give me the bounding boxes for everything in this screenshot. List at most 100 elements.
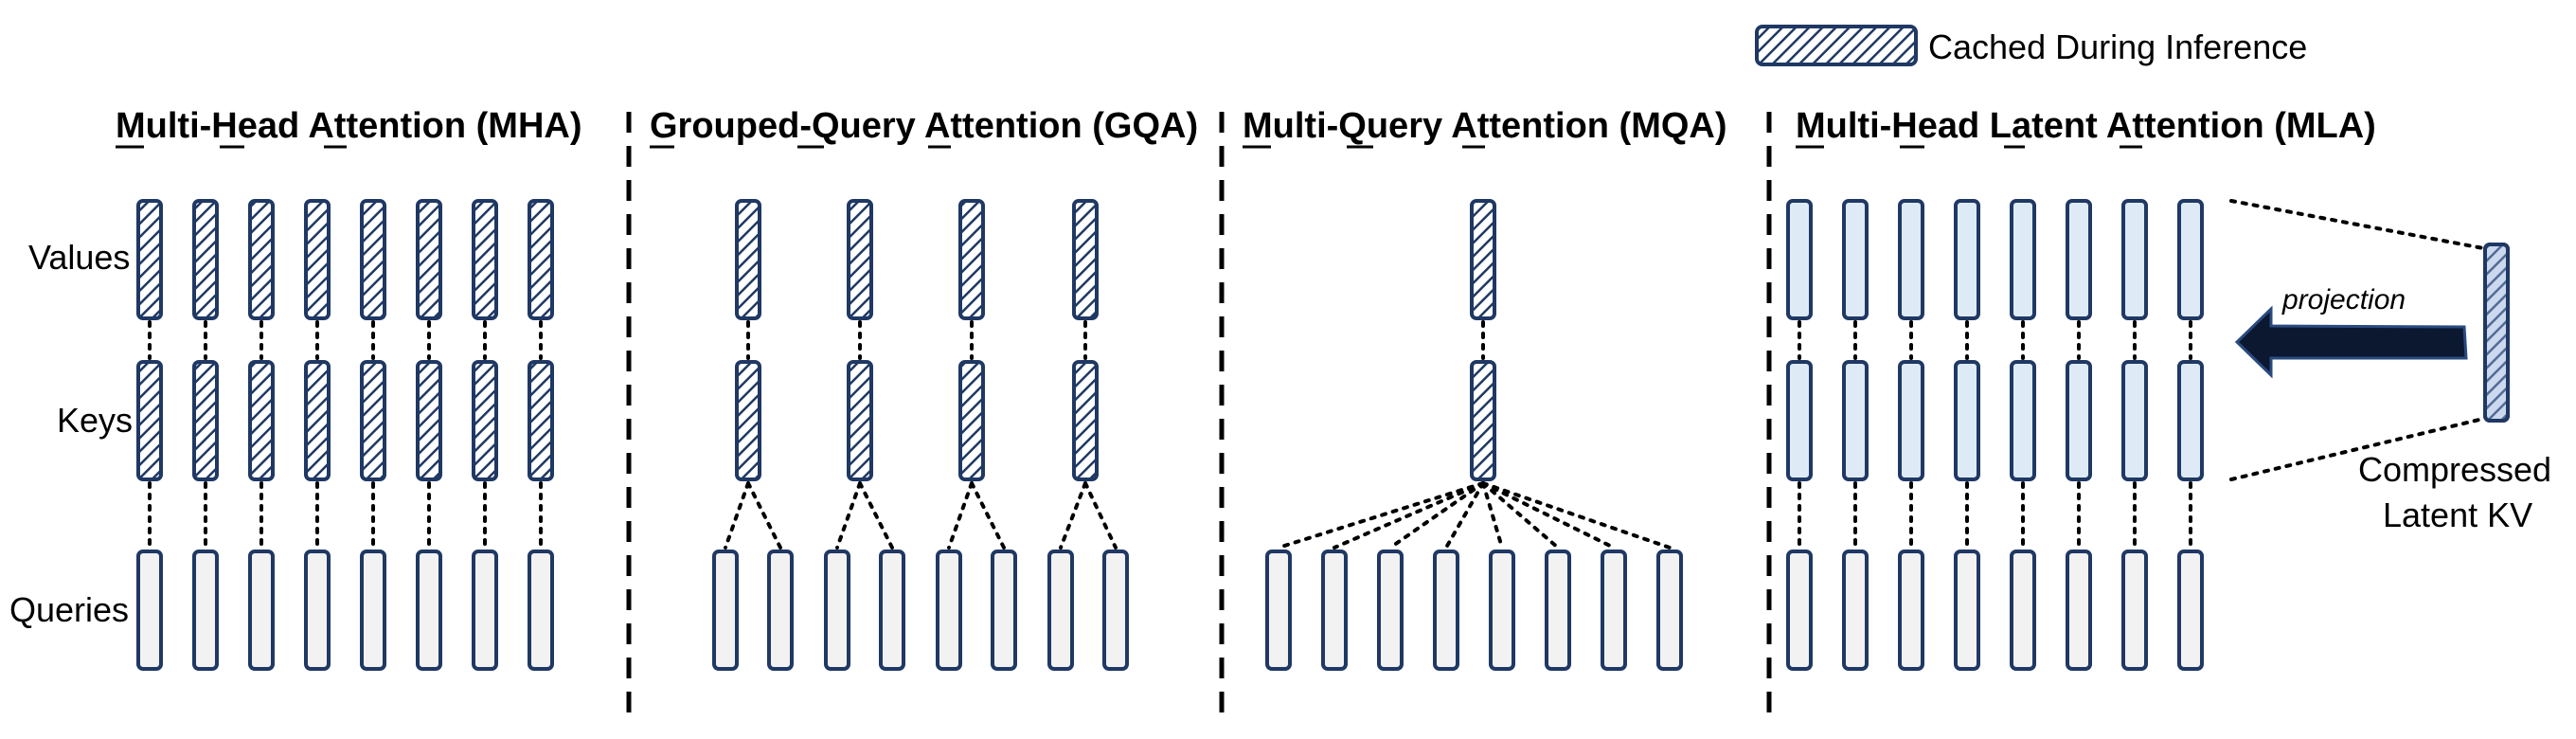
mqa-key-query-link-6 xyxy=(1481,481,1560,550)
gqa-key-query-link-5 xyxy=(947,481,974,550)
compressed-latent-kv-hatch xyxy=(2483,243,2510,423)
mha-key-head-3 xyxy=(248,360,275,481)
mla-latent-group: projection Compressed Latent KV xyxy=(2229,199,2551,534)
mha-value-head-4 xyxy=(304,199,331,320)
mqa-key-query-link-5 xyxy=(1481,481,1504,550)
mha-query-head-4 xyxy=(304,550,331,671)
mqa-key-query-link-3 xyxy=(1388,481,1485,550)
mla-key-head-5 xyxy=(2010,360,2036,481)
gqa-key-head-3 xyxy=(958,360,985,481)
mla-key-head-3 xyxy=(1898,360,1924,481)
mha-key-head-1 xyxy=(136,360,163,481)
mha-value-head-2 xyxy=(192,199,219,320)
gqa-query-head-3 xyxy=(824,550,850,671)
mqa-query-head-6 xyxy=(1545,550,1571,671)
mha-query-head-3 xyxy=(248,550,275,671)
mqa-query-head-3 xyxy=(1377,550,1404,671)
section-title-mqa: Multi-Query Attention (MQA) xyxy=(1243,106,1727,146)
mla-query-head-3 xyxy=(1898,550,1924,671)
gqa-query-head-7 xyxy=(1047,550,1074,671)
mla-key-head-4 xyxy=(1954,360,1980,481)
mqa-query-head-5 xyxy=(1489,550,1515,671)
gqa-query-head-2 xyxy=(767,550,794,671)
mha-key-head-4 xyxy=(304,360,331,481)
gqa-key-query-link-6 xyxy=(970,481,1006,550)
gqa-key-query-link-2 xyxy=(746,481,782,550)
gqa-key-query-link-3 xyxy=(835,481,862,550)
mla-value-head-1 xyxy=(1786,199,1813,320)
head-boxes xyxy=(136,199,2204,671)
mqa-query-head-8 xyxy=(1656,550,1683,671)
latent-label-line1: Compressed xyxy=(2358,450,2551,489)
gqa-key-query-link-1 xyxy=(724,481,750,550)
mqa-key-query-link-7 xyxy=(1481,481,1616,550)
gqa-value-head-2 xyxy=(847,199,873,320)
mla-key-head-6 xyxy=(2066,360,2092,481)
mla-query-head-2 xyxy=(1842,550,1869,671)
mla-value-head-5 xyxy=(2010,199,2036,320)
mla-value-head-7 xyxy=(2121,199,2148,320)
gqa-key-query-link-8 xyxy=(1083,481,1118,550)
gqa-query-head-6 xyxy=(991,550,1017,671)
mla-key-head-7 xyxy=(2121,360,2148,481)
connectors xyxy=(148,320,2192,550)
gqa-key-head-2 xyxy=(847,360,873,481)
row-label-keys: Keys xyxy=(57,401,133,440)
gqa-key-head-4 xyxy=(1072,360,1099,481)
mha-key-head-7 xyxy=(472,360,498,481)
mla-key-head-1 xyxy=(1786,360,1813,481)
mha-key-head-2 xyxy=(192,360,219,481)
gqa-value-head-3 xyxy=(958,199,985,320)
gqa-value-head-4 xyxy=(1072,199,1099,320)
mha-value-head-7 xyxy=(472,199,498,320)
row-label-values: Values xyxy=(28,238,130,277)
gqa-value-head-1 xyxy=(735,199,761,320)
mha-value-head-3 xyxy=(248,199,275,320)
mha-value-head-1 xyxy=(136,199,163,320)
mha-query-head-1 xyxy=(136,550,163,671)
gqa-key-query-link-7 xyxy=(1059,481,1087,550)
mla-query-head-7 xyxy=(2121,550,2148,671)
mha-value-head-6 xyxy=(416,199,442,320)
gqa-query-head-8 xyxy=(1102,550,1129,671)
latent-link-top xyxy=(2229,199,2485,250)
mla-key-head-8 xyxy=(2177,360,2204,481)
legend-hatch-swatch xyxy=(1755,25,1918,66)
gqa-key-query-link-4 xyxy=(858,481,894,550)
legend-label: Cached During Inference xyxy=(1928,27,2307,66)
mqa-key-head-1 xyxy=(1470,360,1496,481)
mla-query-head-6 xyxy=(2066,550,2092,671)
mha-key-head-8 xyxy=(528,360,554,481)
mha-query-head-5 xyxy=(360,550,386,671)
mla-key-head-2 xyxy=(1842,360,1869,481)
mqa-query-head-2 xyxy=(1321,550,1348,671)
gqa-query-head-1 xyxy=(712,550,739,671)
section-title-gqa: Grouped-Query Attention (GQA) xyxy=(650,106,1198,146)
mha-query-head-7 xyxy=(472,550,498,671)
mha-query-head-6 xyxy=(416,550,442,671)
mla-value-head-2 xyxy=(1842,199,1869,320)
mqa-key-query-link-1 xyxy=(1277,481,1485,550)
row-label-queries: Queries xyxy=(9,590,129,629)
gqa-query-head-5 xyxy=(936,550,962,671)
mla-query-head-4 xyxy=(1954,550,1980,671)
mqa-value-head-1 xyxy=(1470,199,1496,320)
latent-link-bottom xyxy=(2229,417,2485,481)
mha-query-head-2 xyxy=(192,550,219,671)
legend: Cached During Inference xyxy=(1755,25,2307,66)
section-title-mha: Multi-Head Attention (MHA) xyxy=(116,106,582,146)
projection-label: projection xyxy=(2281,284,2406,315)
mqa-query-head-7 xyxy=(1601,550,1627,671)
mha-query-head-8 xyxy=(528,550,554,671)
mla-value-head-6 xyxy=(2066,199,2092,320)
mqa-query-head-1 xyxy=(1265,550,1292,671)
mqa-query-head-4 xyxy=(1433,550,1459,671)
latent-label-line2: Latent KV xyxy=(2383,496,2532,534)
mla-value-head-8 xyxy=(2177,199,2204,320)
mha-value-head-8 xyxy=(528,199,554,320)
mqa-key-query-link-2 xyxy=(1333,481,1485,550)
mha-key-head-5 xyxy=(360,360,386,481)
mla-value-head-4 xyxy=(1954,199,1980,320)
mha-key-head-6 xyxy=(416,360,442,481)
